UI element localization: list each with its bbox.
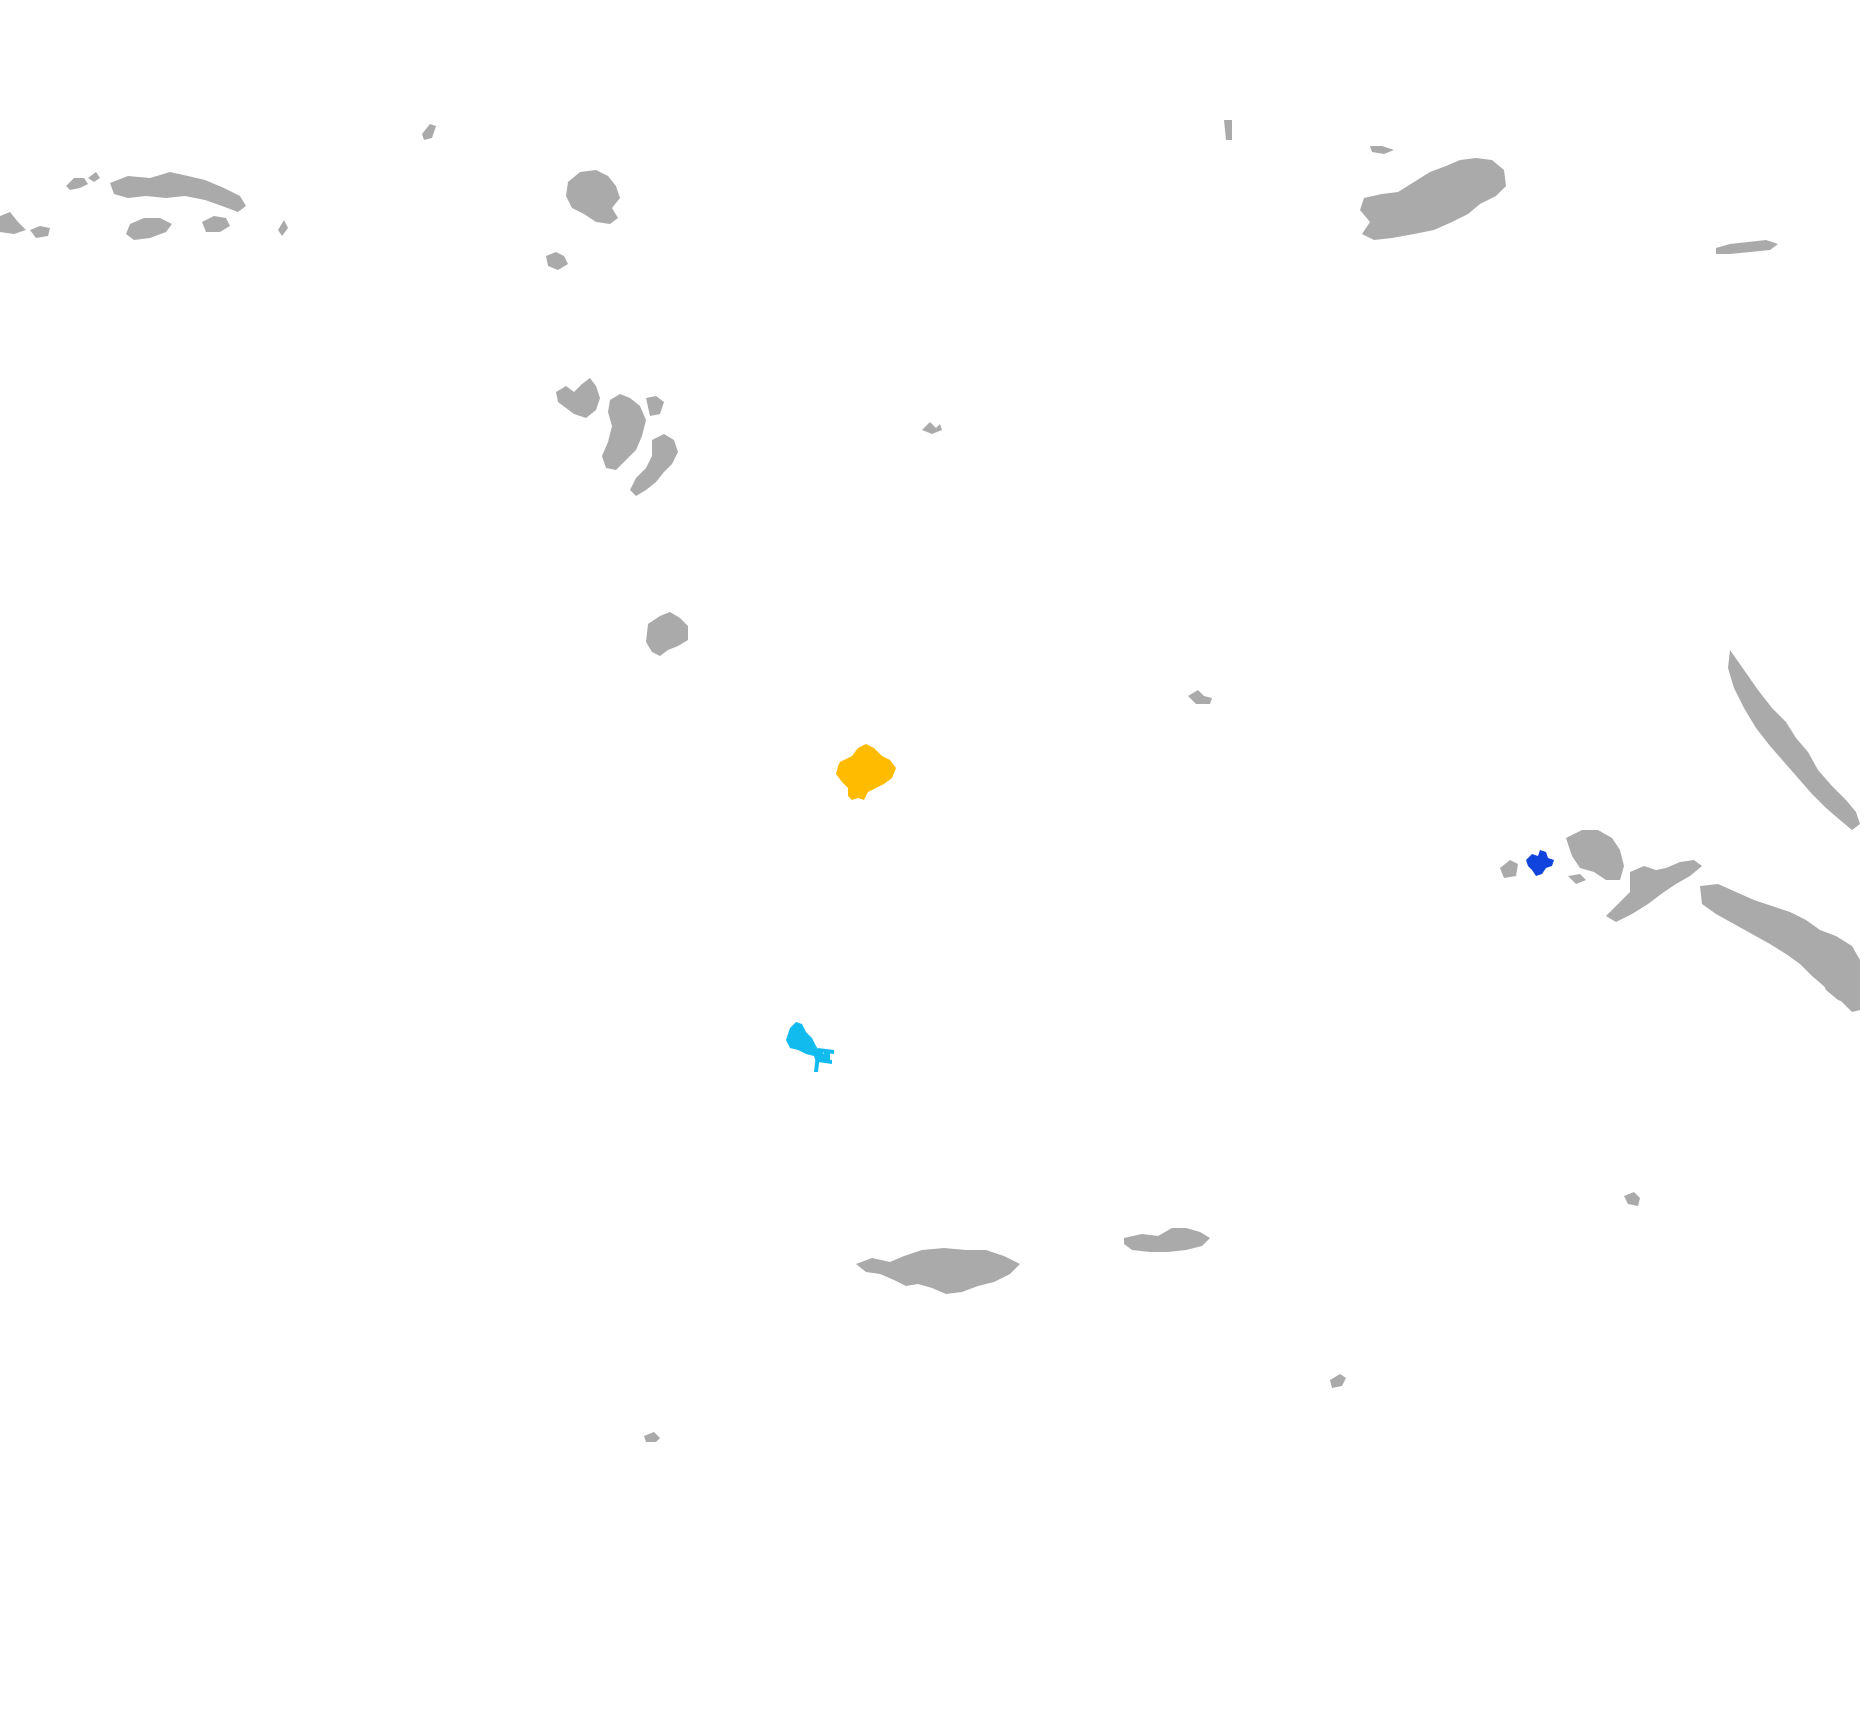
cyan-region bbox=[786, 1022, 834, 1072]
island-group-north bbox=[556, 378, 678, 496]
orange-region bbox=[836, 744, 896, 800]
island-small-east bbox=[1188, 690, 1212, 704]
island-group-northwest bbox=[0, 124, 436, 240]
blue-region bbox=[1526, 850, 1554, 876]
island-group-south bbox=[644, 1192, 1640, 1442]
island-north-central bbox=[546, 170, 620, 270]
island-small-north bbox=[922, 120, 1232, 434]
landmass-east bbox=[1500, 650, 1860, 1012]
island-group-northeast bbox=[1360, 146, 1778, 254]
island-west-center bbox=[646, 612, 688, 656]
